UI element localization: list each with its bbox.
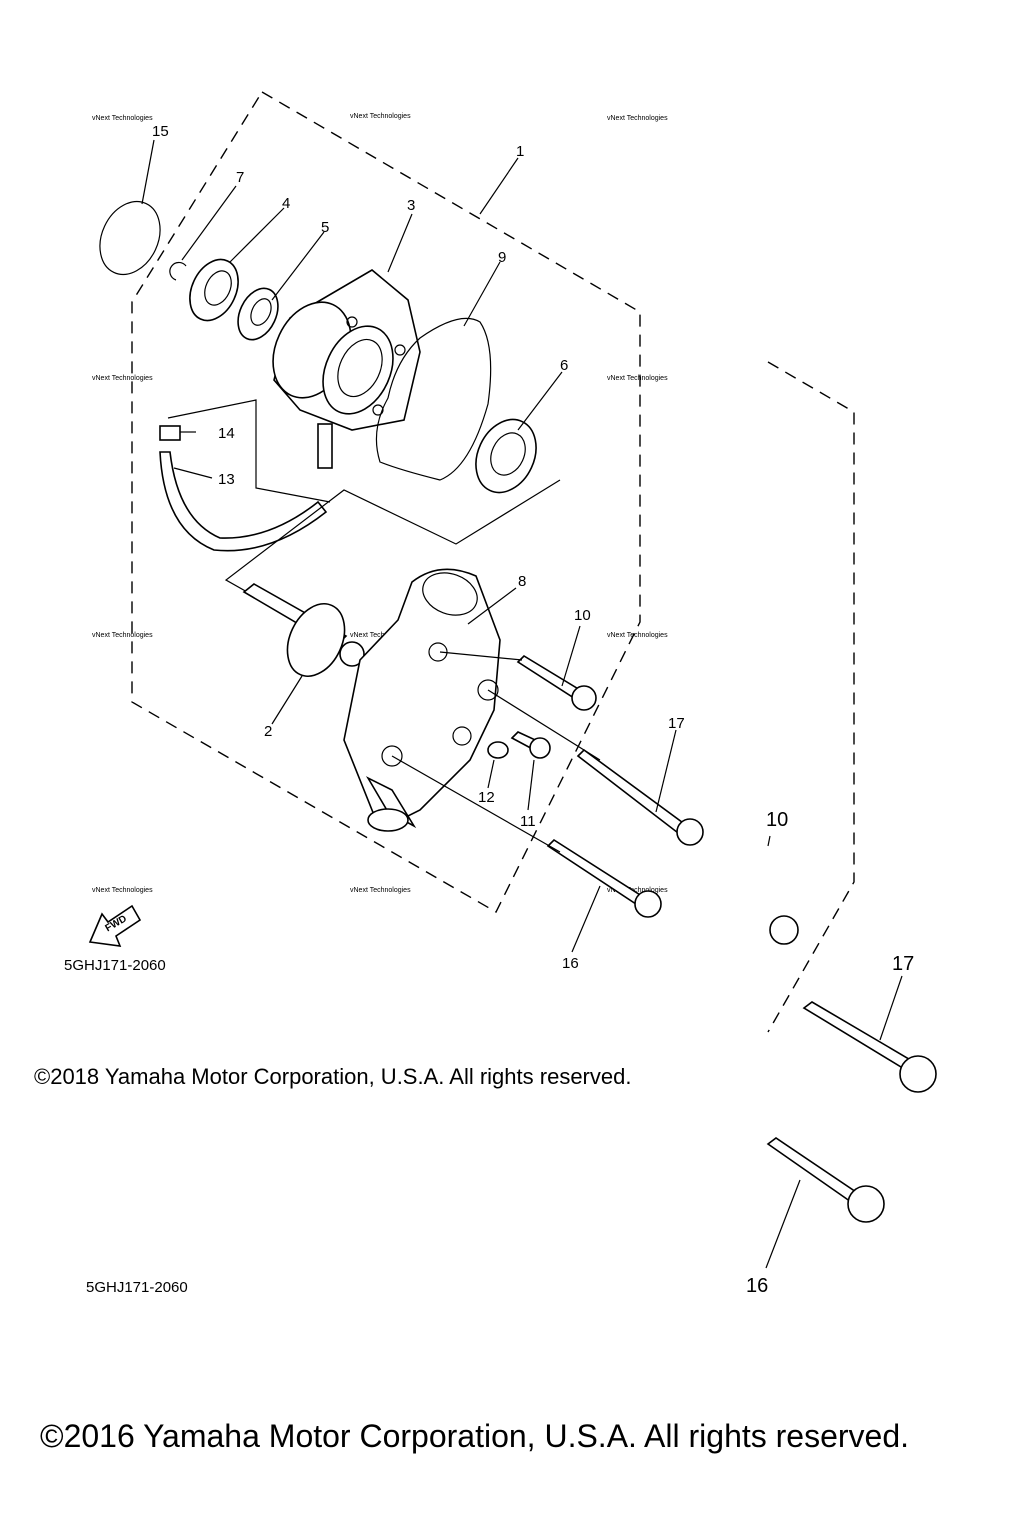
part-17-long-bolt <box>576 748 704 846</box>
detail-dashed-outline <box>767 361 855 1033</box>
part-5-oil-seal <box>237 287 279 341</box>
callout-6: 6 <box>560 357 568 374</box>
callout-12: 12 <box>478 789 495 806</box>
callout-5: 5 <box>321 219 329 236</box>
callout-10: 10 <box>574 607 591 624</box>
assembly-dashed-outline <box>131 91 641 913</box>
detail-bolt-17 <box>802 1001 937 1093</box>
svg-text:vNext Technologies: vNext Technologies <box>350 113 411 120</box>
part-9-gasket <box>375 317 492 481</box>
bolt-axis-lines <box>391 651 601 853</box>
fwd-arrow-icon: FWD <box>88 904 142 947</box>
svg-text:vNext Technologies: vNext Technologies <box>607 375 668 382</box>
callout-9: 9 <box>498 249 506 266</box>
svg-text:vNext Technologies: vNext Technologies <box>92 887 153 894</box>
callout-3: 3 <box>407 197 415 214</box>
part-15-o-ring <box>99 200 161 276</box>
callout-13: 13 <box>218 471 235 488</box>
part-8-pump-cover <box>343 568 501 832</box>
part-12-washer <box>487 741 509 759</box>
svg-text:vNext Technologies: vNext Technologies <box>607 887 668 894</box>
callout-2: 2 <box>264 723 272 740</box>
svg-text:vNext Technologies: vNext Technologies <box>607 632 668 639</box>
part-10-bolt <box>516 654 597 711</box>
svg-text:vNext Technologies: vNext Technologies <box>92 115 153 122</box>
part-4-bearing <box>189 258 239 322</box>
copyright-2016: ©2016 Yamaha Motor Corporation, U.S.A. A… <box>40 1418 910 1454</box>
part-16-long-bolt <box>546 838 662 918</box>
callout-16-detail: 16 <box>746 1275 768 1297</box>
part-6-oil-seal <box>475 418 537 494</box>
diagram-code-large: 5GHJ171-2060 <box>86 1279 188 1296</box>
leader-lines <box>141 139 903 1269</box>
part-3-pump-housing <box>272 269 421 469</box>
callout-17: 17 <box>668 715 685 732</box>
callout-16: 16 <box>562 955 579 972</box>
part-14-hose-clamp <box>159 425 181 441</box>
svg-text:vNext Technologies: vNext Technologies <box>607 115 668 122</box>
part-13-hose <box>159 451 328 552</box>
callout-15: 15 <box>152 123 169 140</box>
callout-1: 1 <box>516 143 524 160</box>
hose-routing-line <box>167 399 331 503</box>
svg-text:vNext Technologies: vNext Technologies <box>350 632 411 639</box>
part-2-impeller-shaft <box>242 583 365 677</box>
svg-text:vNext Technologies: vNext Technologies <box>92 632 153 639</box>
callout-17-detail: 17 <box>892 953 914 975</box>
callout-11: 11 <box>520 813 536 830</box>
callout-8: 8 <box>518 573 526 590</box>
svg-text:vNext Technologies: vNext Technologies <box>92 375 153 382</box>
callout-10-detail: 10 <box>766 809 788 831</box>
part-7-circlip <box>169 261 187 281</box>
diagram-code-small: 5GHJ171-2060 <box>64 957 166 974</box>
callout-7: 7 <box>236 169 244 186</box>
part-11-bolt <box>510 731 551 759</box>
copyright-2018: ©2018 Yamaha Motor Corporation, U.S.A. A… <box>34 1064 632 1089</box>
detail-bolt-16 <box>766 1137 885 1223</box>
callout-14: 14 <box>218 425 235 442</box>
svg-text:vNext Technologies: vNext Technologies <box>350 887 411 894</box>
detail-bolt-10 <box>769 915 799 945</box>
callout-4: 4 <box>282 195 290 212</box>
